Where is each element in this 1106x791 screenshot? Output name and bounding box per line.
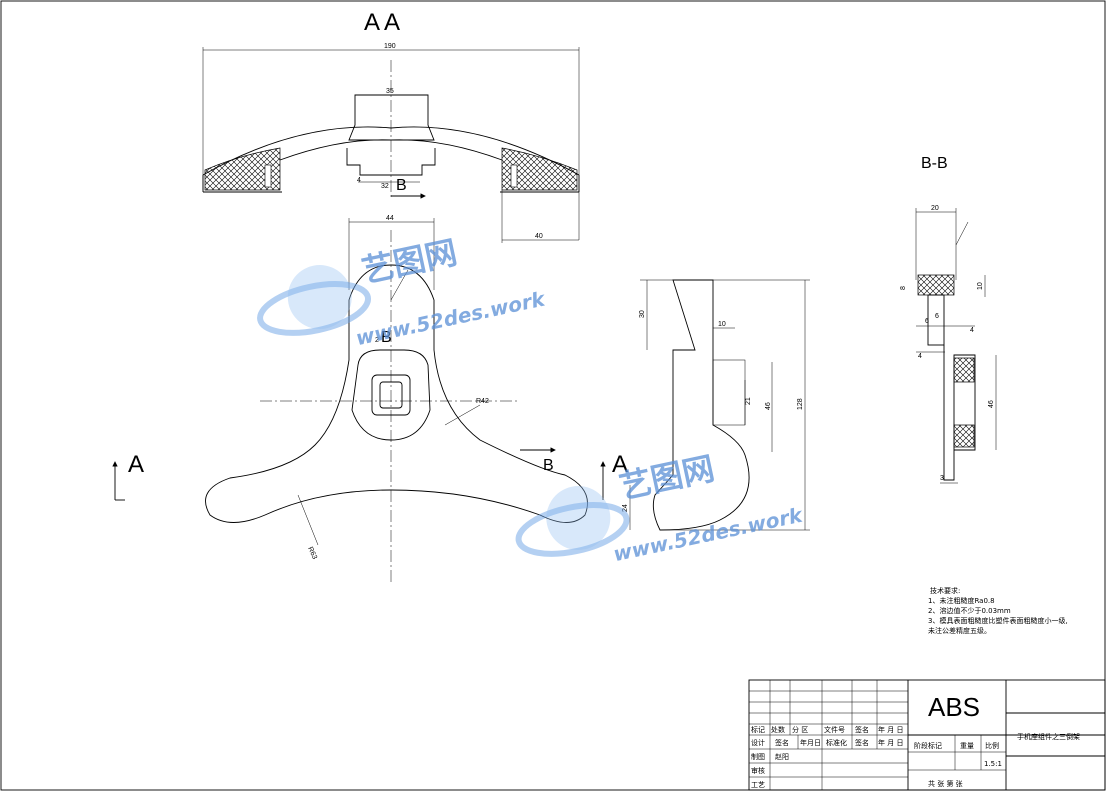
svg-text:艺图网: 艺图网 (358, 233, 460, 290)
svg-text:24: 24 (622, 504, 629, 512)
svg-text:A: A (128, 451, 144, 478)
svg-text:21: 21 (745, 397, 752, 405)
svg-text:年 月 日: 年 月 日 (878, 738, 903, 747)
svg-text:签名: 签名 (855, 725, 869, 734)
svg-text:10: 10 (977, 282, 984, 290)
svg-text:2: 2 (375, 337, 379, 344)
plan-outline (205, 264, 588, 523)
section-aa-title: A A (364, 9, 400, 36)
svg-text:128: 128 (797, 398, 804, 410)
svg-text:2、溶边值不少于0.03mm: 2、溶边值不少于0.03mm (928, 606, 1011, 615)
svg-text:标记: 标记 (751, 725, 765, 734)
svg-text:6: 6 (935, 313, 939, 320)
svg-text:40: 40 (535, 233, 543, 240)
svg-text:R63: R63 (306, 546, 318, 561)
material-label: ABS (928, 692, 980, 722)
part-name: 手机座组件之三倒架 (1017, 732, 1080, 741)
svg-text:46: 46 (988, 400, 995, 408)
technical-notes: 技术要求: 1、未注粗糙度Ra0.8 2、溶边值不少于0.03mm 3、模具表面… (928, 586, 1068, 635)
svg-text:比例: 比例 (985, 741, 999, 750)
svg-text:4: 4 (357, 177, 361, 184)
svg-text:B: B (543, 457, 554, 474)
section-bb-view: B-B 20 8 10 6 6 4 4 46 3 (900, 155, 997, 484)
watermark-2: 艺图网 www.52des.work (515, 449, 806, 566)
svg-text:技术要求:: 技术要求: (930, 586, 960, 595)
svg-text:44: 44 (386, 215, 394, 222)
svg-text:年 月 日: 年 月 日 (878, 725, 903, 734)
svg-text:4: 4 (918, 353, 922, 360)
svg-text:B: B (396, 177, 407, 194)
svg-text:www.52des.work: www.52des.work (611, 502, 806, 566)
scale-value: 1.5:1 (984, 760, 1002, 768)
svg-text:标准化: 标准化 (826, 738, 847, 747)
sheet-count: 共 张 第 张 (928, 779, 963, 788)
side-outline (652, 279, 750, 531)
svg-text:6: 6 (925, 318, 929, 325)
bb-hatch-top (917, 274, 955, 296)
section-aa-view: A A 190 35 4 32 B 40 (202, 9, 580, 243)
svg-text:www.52des.work: www.52des.work (354, 286, 549, 350)
svg-text:签名: 签名 (855, 738, 869, 747)
designer-name: 赵阳 (775, 752, 789, 761)
svg-text:文件号: 文件号 (824, 725, 845, 734)
section-bb-title: B-B (921, 155, 948, 172)
top-boss (348, 94, 435, 141)
watermark-1: 艺图网 www.52des.work (257, 233, 549, 350)
hatch-right (501, 147, 578, 191)
svg-text:32: 32 (381, 183, 389, 190)
svg-text:A: A (612, 451, 628, 478)
svg-text:处数: 处数 (771, 725, 785, 734)
side-view: 30 10 21 46 128 24 (622, 279, 810, 531)
svg-text:设计: 设计 (751, 738, 765, 747)
title-block: 标记 处数 分 区 文件号 签名 年 月 日 设计 签名 年月日 标准化 签名 … (748, 679, 1106, 791)
svg-text:20: 20 (931, 205, 939, 212)
svg-text:B: B (381, 329, 392, 346)
svg-text:重量: 重量 (960, 742, 974, 750)
svg-text:10: 10 (718, 321, 726, 328)
plan-view: 44 B 2 R42 R63 A A B (112, 215, 628, 585)
hatch-left (204, 147, 281, 191)
svg-text:签名: 签名 (775, 738, 789, 747)
bb-body (943, 345, 976, 481)
svg-text:艺图网: 艺图网 (616, 449, 718, 506)
svg-text:工艺: 工艺 (751, 781, 765, 789)
svg-text:1、未注粗糙度Ra0.8: 1、未注粗糙度Ra0.8 (928, 596, 995, 605)
svg-text:30: 30 (639, 310, 646, 318)
dim-35: 35 (386, 88, 394, 95)
svg-text:审核: 审核 (751, 766, 765, 775)
svg-text:46: 46 (765, 402, 772, 410)
svg-text:阶段标记: 阶段标记 (914, 741, 942, 750)
svg-text:制图: 制图 (751, 752, 765, 761)
svg-text:3: 3 (940, 475, 944, 482)
svg-text:4: 4 (970, 327, 974, 334)
svg-text:R42: R42 (476, 398, 489, 405)
svg-text:年月日: 年月日 (800, 738, 821, 747)
svg-text:8: 8 (900, 286, 907, 290)
svg-text:分 区: 分 区 (792, 725, 808, 734)
svg-text:未注公差精度五级。: 未注公差精度五级。 (928, 626, 991, 635)
svg-text:3、模具表面粗糙度比塑件表面粗糙度小一级,: 3、模具表面粗糙度比塑件表面粗糙度小一级, (928, 616, 1068, 625)
dim-190: 190 (384, 43, 396, 50)
